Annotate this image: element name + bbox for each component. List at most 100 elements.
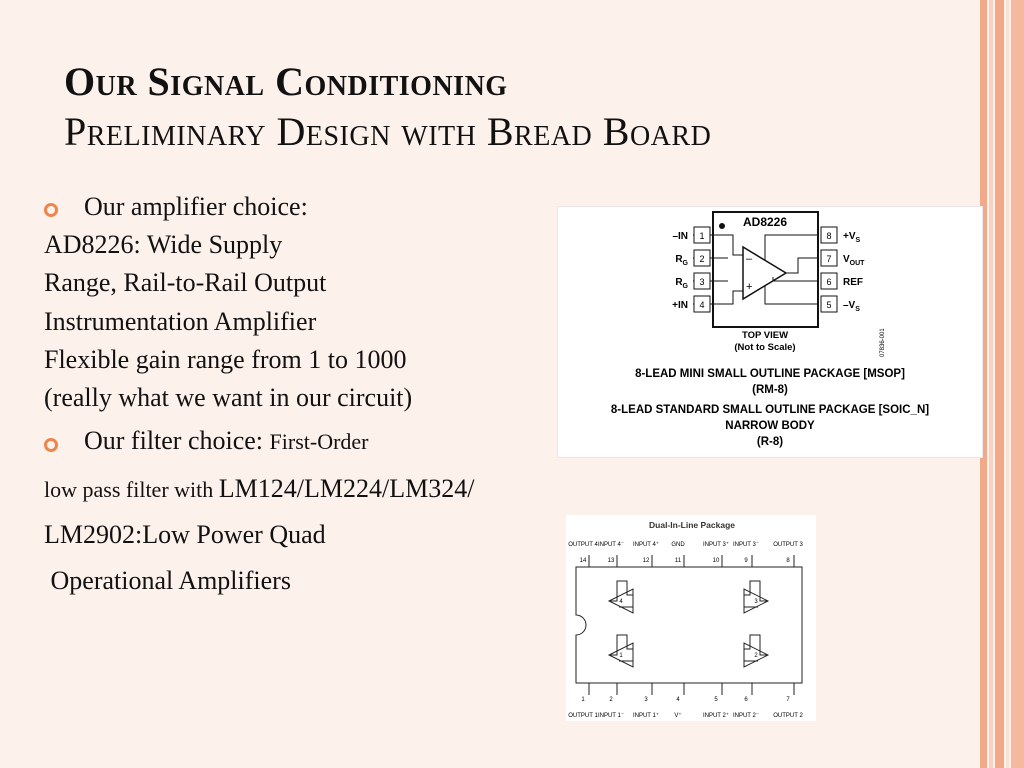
dip-pin-number: 3 bbox=[644, 697, 648, 703]
dip-bottom-label: OUTPUT 2 bbox=[773, 713, 803, 719]
slide-subtitle: Preliminary Design with Bread Board bbox=[64, 109, 712, 154]
pin-number: 7 bbox=[826, 254, 831, 264]
figure-code: 07836-001 bbox=[880, 328, 886, 357]
chip-name: AD8226 bbox=[743, 215, 787, 229]
pin-box bbox=[820, 249, 838, 267]
decor-stripe bbox=[1011, 0, 1024, 768]
dip-bottom-label: INPUT 1⁻ bbox=[598, 713, 624, 719]
dip-pin-number: 10 bbox=[713, 558, 720, 564]
pin-box bbox=[693, 272, 711, 290]
decor-stripe bbox=[995, 0, 1004, 768]
opamp-plus: + bbox=[746, 281, 752, 293]
dip-pin-number: 14 bbox=[580, 558, 587, 564]
dip-pin-number: 13 bbox=[608, 558, 615, 564]
pin-label: +IN bbox=[672, 300, 688, 311]
body-line: low pass filter with LM124/LM224/LM324/ bbox=[44, 474, 474, 504]
top-view-label: TOP VIEW bbox=[742, 330, 788, 341]
pin-box bbox=[693, 295, 711, 313]
dip-pin-number: 1 bbox=[581, 697, 585, 703]
dip-bottom-label: OUTPUT 1 bbox=[568, 713, 598, 719]
dip-bottom-label: V⁺ bbox=[674, 712, 681, 719]
dip-pin-number: 6 bbox=[744, 697, 748, 703]
pin-label: +VS bbox=[843, 231, 861, 244]
dip-pin-number: 7 bbox=[786, 697, 790, 703]
body-line: (really what we want in our circuit) bbox=[44, 383, 413, 412]
decor-stripe bbox=[989, 0, 993, 768]
filter-type: low pass filter with bbox=[44, 477, 219, 502]
filter-order: First-Order bbox=[269, 429, 369, 454]
caption-r8: (R-8) bbox=[757, 436, 783, 448]
body-line: AD8226: Wide Supply bbox=[44, 230, 283, 259]
pin-box bbox=[693, 226, 711, 244]
body-line: Flexible gain range from 1 to 1000 bbox=[44, 345, 407, 374]
dip-pin-number: 9 bbox=[744, 558, 748, 564]
pin-number: 1 bbox=[699, 231, 704, 241]
dip-top-label: OUTPUT 4 bbox=[568, 542, 598, 548]
bullet-icon bbox=[44, 203, 58, 217]
caption-soic: 8-LEAD STANDARD SMALL OUTLINE PACKAGE [S… bbox=[611, 404, 929, 416]
pin-label: RG bbox=[675, 254, 688, 267]
bullet-filter-choice: Our filter choice: First-Order bbox=[84, 426, 369, 456]
caption-rm8: (RM-8) bbox=[752, 384, 788, 396]
dip-package-outline bbox=[575, 566, 803, 684]
pin-box bbox=[693, 249, 711, 267]
caption-narrow-body: NARROW BODY bbox=[725, 420, 815, 432]
chip-body bbox=[712, 211, 819, 328]
body-line: Operational Amplifiers bbox=[44, 566, 291, 595]
caption-msop: 8-LEAD MINI SMALL OUTLINE PACKAGE [MSOP] bbox=[635, 368, 905, 380]
opamp-minus: – bbox=[746, 253, 753, 265]
pin1-dot bbox=[719, 223, 725, 229]
pin-label: RG bbox=[675, 277, 688, 290]
decor-stripe bbox=[980, 0, 987, 768]
dip-top-label: INPUT 3⁻ bbox=[733, 542, 759, 548]
dip-bottom-label: INPUT 2⁺ bbox=[703, 712, 729, 719]
bullet-amplifier-choice: Our amplifier choice: bbox=[84, 192, 308, 221]
dip-pin-number: 12 bbox=[643, 558, 650, 564]
pin-number: 5 bbox=[826, 300, 831, 310]
body-line: LM2902:Low Power Quad bbox=[44, 520, 326, 549]
slide-title: Our Signal Conditioning bbox=[64, 59, 508, 104]
opamp-label: 1 bbox=[619, 653, 623, 659]
not-to-scale-label: (Not to Scale) bbox=[734, 342, 795, 353]
dip-top-label: INPUT 3⁺ bbox=[703, 541, 729, 548]
dip-pin-number: 5 bbox=[714, 697, 718, 703]
body-line: Instrumentation Amplifier bbox=[44, 307, 317, 336]
dip-bottom-label: INPUT 2⁻ bbox=[733, 713, 759, 719]
dip-pin-number: 8 bbox=[786, 558, 790, 564]
pin-box bbox=[820, 272, 838, 290]
bullet-icon bbox=[44, 438, 58, 452]
pin-number: 6 bbox=[826, 277, 831, 287]
dip-pin-number: 4 bbox=[676, 697, 680, 703]
dip-top-label: OUTPUT 3 bbox=[773, 542, 803, 548]
opamp-label: 4 bbox=[619, 599, 623, 605]
pin-label: REF bbox=[843, 277, 863, 288]
pin-label: –VS bbox=[843, 300, 860, 313]
dip-amplifiers: 4 3 1 2 bbox=[607, 580, 770, 668]
pin-number: 4 bbox=[699, 300, 704, 310]
dip-bottom-label: INPUT 1⁺ bbox=[633, 712, 659, 719]
body-line: Range, Rail-to-Rail Output bbox=[44, 268, 327, 297]
pin-number: 2 bbox=[699, 254, 704, 264]
opamp-part-numbers: LM124/LM224/LM324/ bbox=[218, 474, 475, 503]
dip-pin-number: 2 bbox=[609, 697, 613, 703]
dip-top-label: GND bbox=[671, 542, 685, 548]
pin-box bbox=[820, 295, 838, 313]
dip-title: Dual-In-Line Package bbox=[649, 520, 735, 530]
filter-choice-label: Our filter choice: bbox=[84, 426, 270, 455]
dip-top-label: INPUT 4⁻ bbox=[598, 542, 624, 548]
opamp-label: 3 bbox=[754, 599, 758, 605]
pin-label: –IN bbox=[672, 231, 688, 242]
dip-pin-number: 11 bbox=[675, 558, 682, 564]
opamp-label: 2 bbox=[754, 653, 758, 659]
pin-box bbox=[820, 226, 838, 244]
decor-stripe bbox=[1006, 0, 1009, 768]
pin-number: 3 bbox=[699, 277, 704, 287]
pin-label: VOUT bbox=[843, 254, 865, 267]
